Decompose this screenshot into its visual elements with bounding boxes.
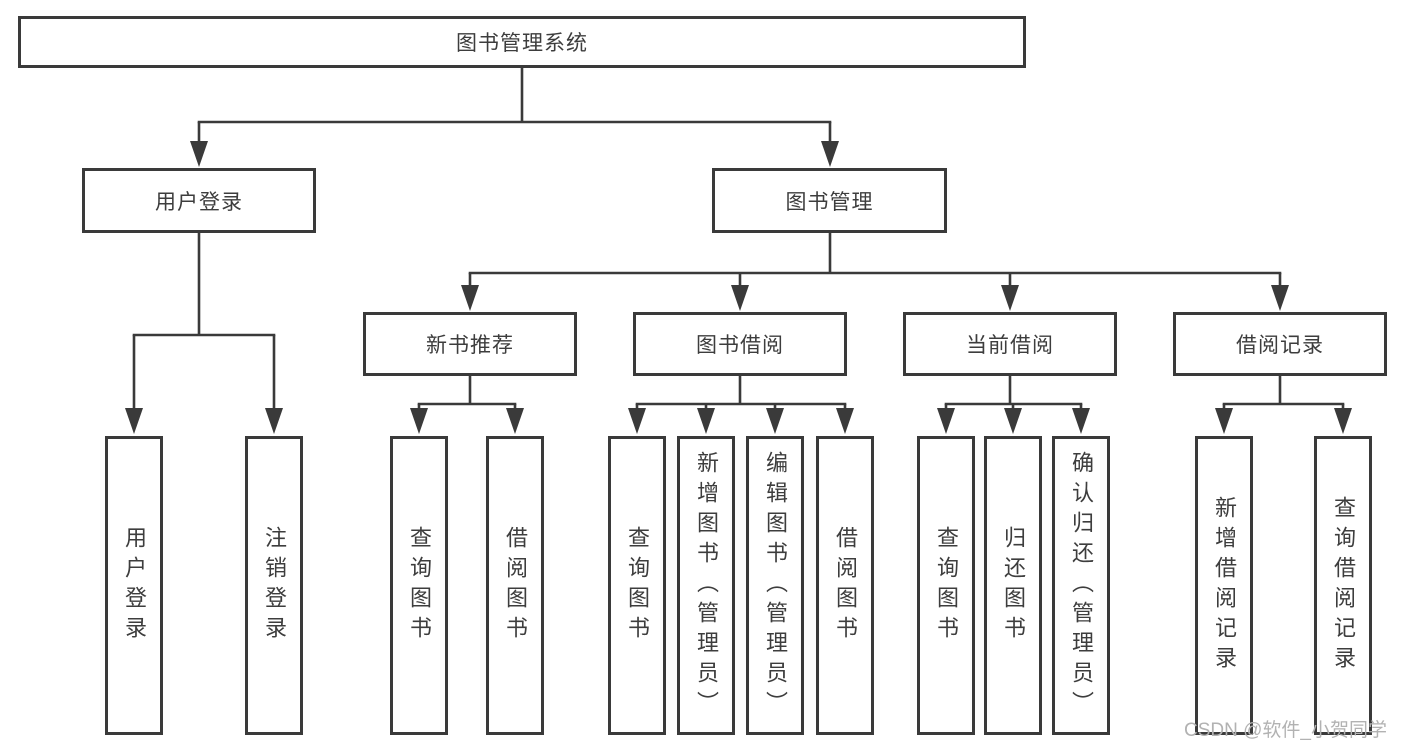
node-book-borrowing: 图书借阅: [633, 312, 847, 376]
node-confirm-return-admin-label: 确认归还（管理员）: [1069, 450, 1094, 721]
node-new-book-recommend-label: 新书推荐: [426, 334, 514, 357]
node-add-borrow-record: 新增借阅记录: [1195, 436, 1253, 735]
node-current-borrowing-label: 当前借阅: [966, 334, 1054, 357]
node-borrowing-records: 借阅记录: [1173, 312, 1387, 376]
node-login: 用户登录: [105, 436, 163, 735]
node-root: 图书管理系统: [18, 16, 1026, 68]
node-edit-book-admin: 编辑图书（管理员）: [746, 436, 804, 735]
node-borrow-books: 借阅图书: [816, 436, 874, 735]
node-root-label: 图书管理系统: [456, 32, 588, 55]
node-borrow-books-recommend: 借阅图书: [486, 436, 544, 735]
node-query-borrow-record: 查询借阅记录: [1314, 436, 1372, 735]
node-borrowing-records-label: 借阅记录: [1236, 334, 1324, 357]
node-add-borrow-record-label: 新增借阅记录: [1212, 495, 1237, 676]
node-edit-book-admin-label: 编辑图书（管理员）: [763, 450, 788, 721]
watermark: CSDN @软件_小贺同学: [1184, 720, 1387, 741]
node-new-book-recommend: 新书推荐: [363, 312, 577, 376]
node-return-book-label: 归还图书: [1001, 525, 1026, 646]
node-query-books-recommend: 查询图书: [390, 436, 448, 735]
node-user-login-label: 用户登录: [155, 190, 243, 214]
node-book-management-label: 图书管理: [785, 190, 874, 214]
node-query-books-borrow-label: 查询图书: [625, 525, 650, 646]
node-logout-label: 注销登录: [262, 525, 287, 646]
node-query-books-current-label: 查询图书: [934, 525, 959, 646]
node-query-books-current: 查询图书: [917, 436, 975, 735]
node-borrow-books-label: 借阅图书: [833, 525, 858, 646]
node-add-book-admin-label: 新增图书（管理员）: [694, 450, 719, 721]
node-add-book-admin: 新增图书（管理员）: [677, 436, 735, 735]
node-return-book: 归还图书: [984, 436, 1042, 735]
node-confirm-return-admin: 确认归还（管理员）: [1052, 436, 1110, 735]
node-borrow-books-recommend-label: 借阅图书: [503, 525, 528, 646]
node-book-management: 图书管理: [712, 168, 947, 233]
node-query-books-recommend-label: 查询图书: [407, 525, 432, 646]
node-login-label: 用户登录: [122, 525, 147, 646]
node-book-borrowing-label: 图书借阅: [696, 334, 784, 357]
node-query-borrow-record-label: 查询借阅记录: [1331, 495, 1356, 676]
node-current-borrowing: 当前借阅: [903, 312, 1117, 376]
node-user-login: 用户登录: [82, 168, 316, 233]
node-logout: 注销登录: [245, 436, 303, 735]
node-query-books-borrow: 查询图书: [608, 436, 666, 735]
